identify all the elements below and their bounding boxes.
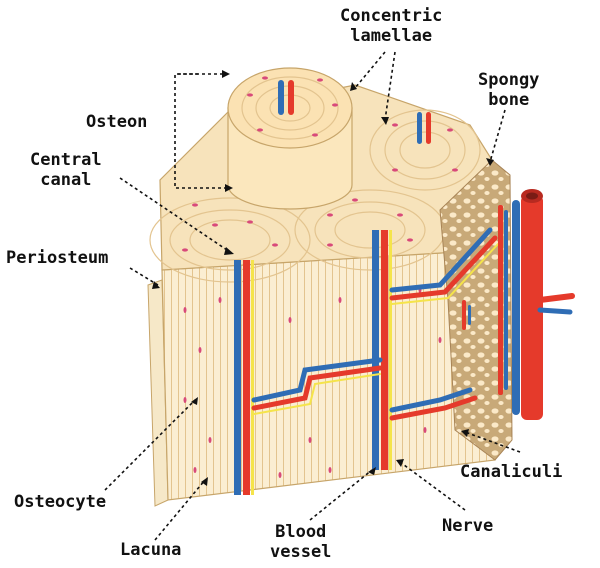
label-osteocyte: Osteocyte	[14, 492, 107, 512]
label-leader-lines	[104, 51, 521, 541]
label-osteon: Osteon	[86, 112, 148, 132]
label-periosteum: Periosteum	[6, 248, 109, 268]
label-spongy-bone: Spongy bone	[478, 70, 540, 110]
vertical-vessel-bundle-right	[372, 230, 392, 470]
external-vessel	[512, 189, 575, 420]
top-lacunae	[182, 123, 458, 252]
osteon-vessels	[278, 80, 431, 144]
vertical-vessel-bundle-left	[234, 260, 254, 495]
label-canaliculi: Canaliculi	[460, 462, 563, 482]
label-blood-vessel: Blood vessel	[270, 522, 332, 562]
label-central-canal: Central canal	[30, 150, 102, 190]
spongy-vessel-fragments	[462, 205, 508, 395]
spongy-bone-region	[439, 159, 513, 461]
label-lacuna: Lacuna	[120, 540, 182, 560]
connecting-vessels	[251, 227, 499, 421]
label-arrowheads	[152, 70, 494, 486]
label-nerve: Nerve	[442, 516, 494, 536]
label-concentric-lamellae: Concentric lamellae	[340, 6, 443, 46]
top-osteon-rings	[149, 109, 481, 283]
